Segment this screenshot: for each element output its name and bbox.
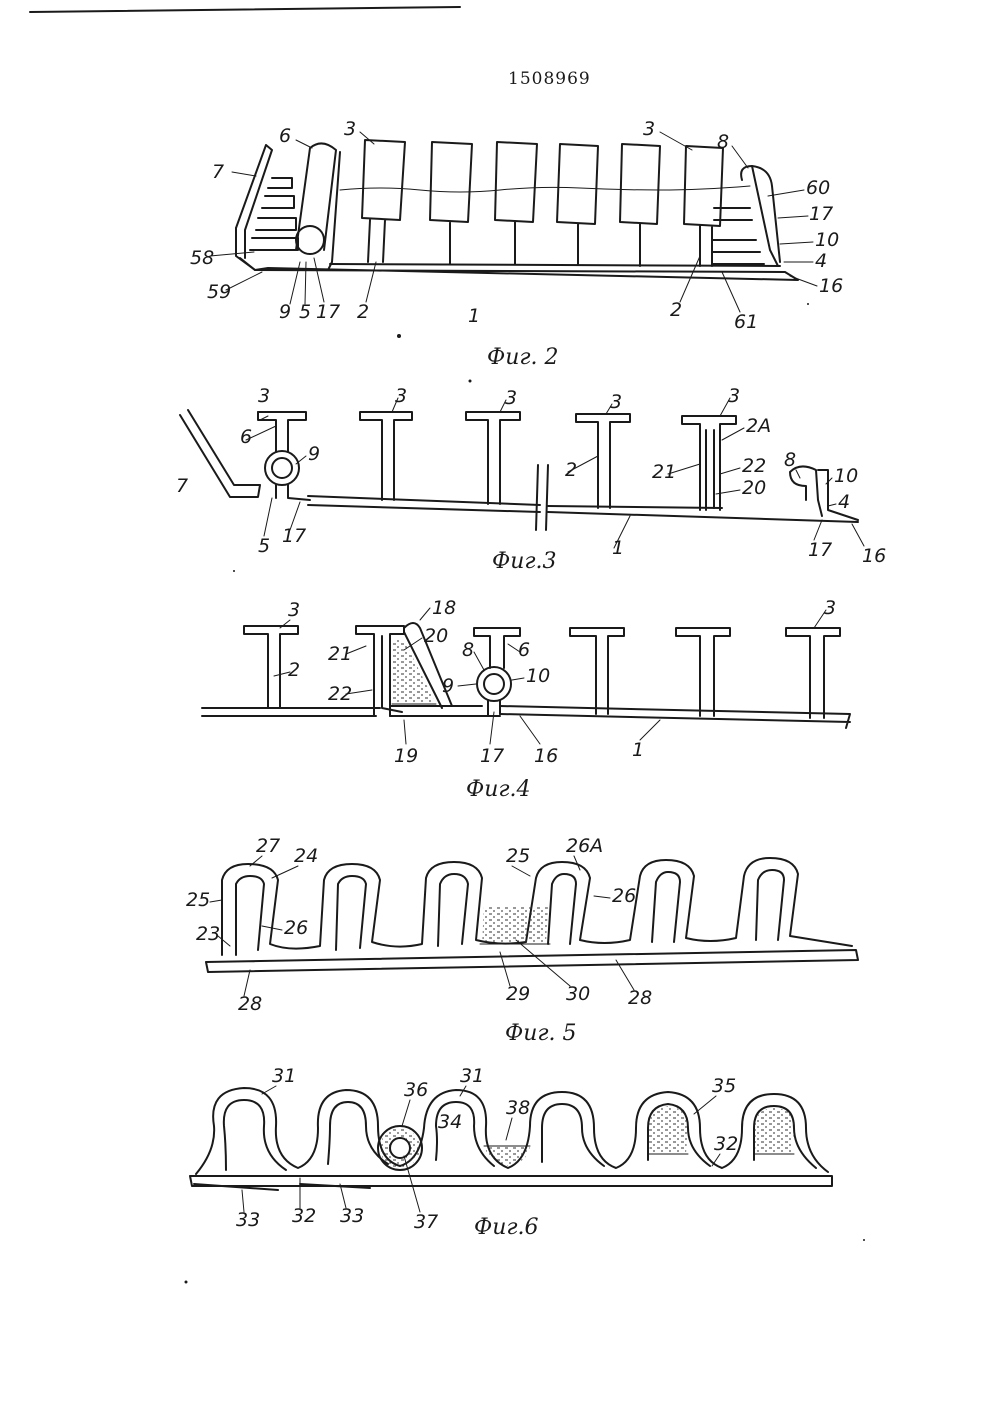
fig4-label-16: 16 bbox=[534, 745, 558, 767]
fig4-label-20: 20 bbox=[424, 625, 448, 647]
fig6-label-32b: 32 bbox=[292, 1205, 316, 1227]
fig4-label-18: 18 bbox=[432, 597, 456, 619]
fig2-label-9: 9 bbox=[279, 301, 291, 323]
fig2-label-58: 58 bbox=[190, 247, 214, 269]
fig2-label-10: 10 bbox=[815, 229, 839, 251]
fig2-label-7: 7 bbox=[212, 161, 224, 183]
fig3-label-10: 10 bbox=[834, 465, 858, 487]
fig6-label-31a: 31 bbox=[272, 1065, 296, 1087]
figure-5-drawing bbox=[206, 858, 858, 972]
patent-number: 1508969 bbox=[508, 69, 591, 89]
fig3-label-2A: 2A bbox=[746, 415, 771, 437]
fig2-label-8: 8 bbox=[717, 131, 729, 153]
fig2-label-17b: 17 bbox=[809, 203, 833, 225]
fig6-caption: Фиг.6 bbox=[474, 1215, 539, 1240]
fig4-label-21: 21 bbox=[328, 643, 352, 665]
fig3-label-22: 22 bbox=[742, 455, 766, 477]
fig6-label-33b: 33 bbox=[340, 1205, 364, 1227]
fig3-label-6: 6 bbox=[240, 426, 252, 448]
fig2-label-59: 59 bbox=[207, 281, 231, 303]
fig3-label-8: 8 bbox=[784, 449, 796, 471]
fig5-label-28a: 28 bbox=[238, 993, 262, 1015]
fig3-caption: Фиг.3 bbox=[492, 549, 557, 574]
fig2-label-1: 1 bbox=[468, 305, 480, 327]
fig5-label-28b: 28 bbox=[628, 987, 652, 1009]
fig3-label-17a: 17 bbox=[282, 525, 306, 547]
fig2-label-6: 6 bbox=[279, 125, 291, 147]
fig6-label-36: 36 bbox=[404, 1079, 428, 1101]
fig4-label-19: 19 bbox=[394, 745, 418, 767]
fig5-label-23: 23 bbox=[196, 923, 220, 945]
fig2-label-60: 60 bbox=[806, 177, 830, 199]
fig3-label-4: 4 bbox=[838, 491, 850, 513]
fig2-label-3a: 3 bbox=[344, 118, 356, 140]
fig5-label-24: 24 bbox=[294, 845, 318, 867]
fig6-label-32a: 32 bbox=[714, 1133, 738, 1155]
fig3-label-3c: 3 bbox=[610, 391, 622, 413]
fig4-label-6: 6 bbox=[518, 639, 530, 661]
fig5-caption: Фиг. 5 bbox=[505, 1021, 577, 1046]
scan-edge-line bbox=[30, 7, 460, 12]
fig4-label-1: 1 bbox=[632, 739, 644, 761]
fig5-label-27: 27 bbox=[256, 835, 280, 857]
fig3-label-3b: 3 bbox=[505, 387, 517, 409]
fig2-label-16: 16 bbox=[819, 275, 843, 297]
fig6-label-35: 35 bbox=[712, 1075, 736, 1097]
fig5-label-26A: 26A bbox=[566, 835, 603, 857]
fig6-label-34: 34 bbox=[438, 1111, 462, 1133]
fig4-label-3b: 3 bbox=[824, 597, 836, 619]
fig5-label-26b: 26 bbox=[612, 885, 636, 907]
fig3-label-5: 5 bbox=[258, 535, 270, 557]
fig2-caption: Фиг. 2 bbox=[487, 345, 559, 370]
fig4-label-9: 9 bbox=[442, 675, 454, 697]
fig6-label-33a: 33 bbox=[236, 1209, 260, 1231]
fig3-label-3e: 3 bbox=[258, 385, 270, 407]
fig3-label-20: 20 bbox=[742, 477, 766, 499]
fig5-label-25b: 25 bbox=[506, 845, 530, 867]
fig3-label-9: 9 bbox=[308, 443, 320, 465]
fig3-label-21: 21 bbox=[652, 461, 676, 483]
fig5-label-25a: 25 bbox=[186, 889, 210, 911]
fig2-label-3b: 3 bbox=[643, 118, 655, 140]
fig4-label-8: 8 bbox=[462, 639, 474, 661]
fig2-label-17a: 17 bbox=[316, 301, 340, 323]
fig3-label-17b: 17 bbox=[808, 539, 832, 561]
fig4-label-2: 2 bbox=[288, 659, 300, 681]
fig2-label-2a: 2 bbox=[357, 301, 369, 323]
fig6-label-31b: 31 bbox=[460, 1065, 484, 1087]
fig3-label-3d: 3 bbox=[728, 385, 740, 407]
fig2-label-4: 4 bbox=[815, 250, 827, 272]
figure-4-labels: 3 18 20 21 22 2 8 6 9 10 19 17 16 1 3 Фи… bbox=[274, 597, 836, 802]
figure-3-labels: 3 3 3 3 3 6 9 7 5 17 2 2A 21 22 20 8 10 … bbox=[176, 385, 886, 574]
fig6-label-37: 37 bbox=[414, 1211, 438, 1233]
fig4-caption: Фиг.4 bbox=[466, 777, 531, 802]
fig6-label-38: 38 bbox=[506, 1097, 530, 1119]
fig4-label-17: 17 bbox=[480, 745, 504, 767]
figure-2-drawing bbox=[236, 140, 798, 280]
fig5-label-26a: 26 bbox=[284, 917, 308, 939]
fig3-label-16: 16 bbox=[862, 545, 886, 567]
fig4-label-10: 10 bbox=[526, 665, 550, 687]
fig2-label-61: 61 bbox=[734, 311, 758, 333]
figure-2-labels: 3 6 7 58 59 9 5 17 2 1 3 8 60 17 10 4 16… bbox=[190, 118, 843, 370]
fig3-label-7: 7 bbox=[176, 475, 188, 497]
fig3-label-3a: 3 bbox=[395, 385, 407, 407]
fig2-t-ribs bbox=[362, 140, 723, 266]
fig4-label-3a: 3 bbox=[288, 599, 300, 621]
